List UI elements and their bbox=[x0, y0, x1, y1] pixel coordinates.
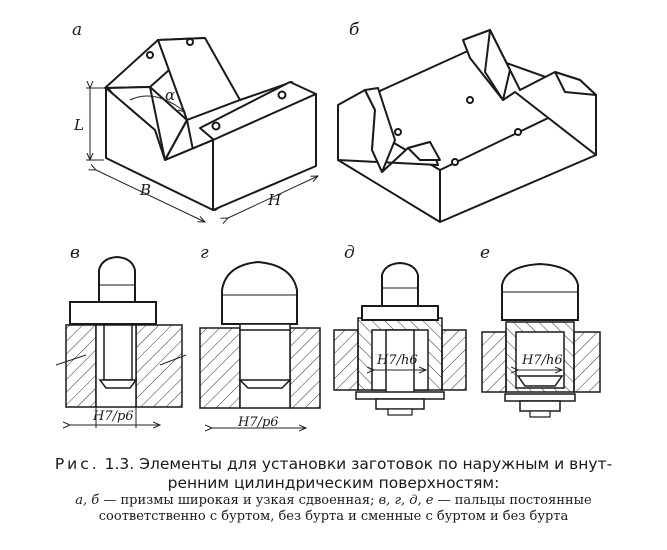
wide-prism-dimensions bbox=[86, 88, 318, 222]
fit-d: H7/h6 bbox=[376, 353, 418, 368]
double-prism bbox=[337, 29, 597, 223]
legend-line2: соответственно с буртом, без бурта и сме… bbox=[98, 509, 569, 524]
fit-e: H7/h6 bbox=[521, 353, 563, 368]
label-e: е bbox=[480, 243, 490, 263]
label-v: в bbox=[70, 243, 80, 263]
caption-prefix: Рис. bbox=[54, 455, 100, 473]
replaceable-pin-with-collar bbox=[333, 261, 467, 416]
label-b: б bbox=[349, 20, 360, 40]
legend-vgde: в, г, д, е bbox=[378, 493, 434, 508]
label-d: д bbox=[344, 243, 355, 263]
label-g: г bbox=[200, 243, 209, 263]
figure-drawing: а α L B H б в H7 bbox=[55, 20, 601, 455]
pin-with-collar bbox=[55, 255, 187, 428]
legend-vgde-text: — пальцы постоянные bbox=[433, 493, 592, 508]
caption-title-line2: ренним цилиндрическим поверхностям: bbox=[167, 474, 500, 492]
label-L: L bbox=[73, 116, 84, 134]
pin-without-collar bbox=[199, 260, 321, 428]
replaceable-pin-without-collar bbox=[481, 262, 601, 418]
label-a: а bbox=[72, 20, 82, 40]
label-B: B bbox=[139, 181, 151, 199]
legend-ab: а, б bbox=[75, 493, 100, 508]
figure-caption-legend: а, б — призмы широкая и узкая сдвоенная;… bbox=[0, 493, 667, 525]
legend-ab-text: — призмы широкая и узкая сдвоенная; bbox=[99, 493, 379, 508]
label-H: H bbox=[267, 191, 282, 209]
figure-caption-title: Рис. 1.3. Элементы для установки заготов… bbox=[0, 455, 667, 493]
fit-g: H7/p6 bbox=[237, 415, 279, 430]
wide-prism bbox=[104, 37, 317, 211]
label-alpha: α bbox=[165, 86, 175, 104]
caption-title-line1: Элементы для установки заготовок по нару… bbox=[139, 455, 613, 473]
fit-v: H7/p6 bbox=[92, 409, 134, 424]
caption-number: 1.3. bbox=[104, 455, 135, 473]
